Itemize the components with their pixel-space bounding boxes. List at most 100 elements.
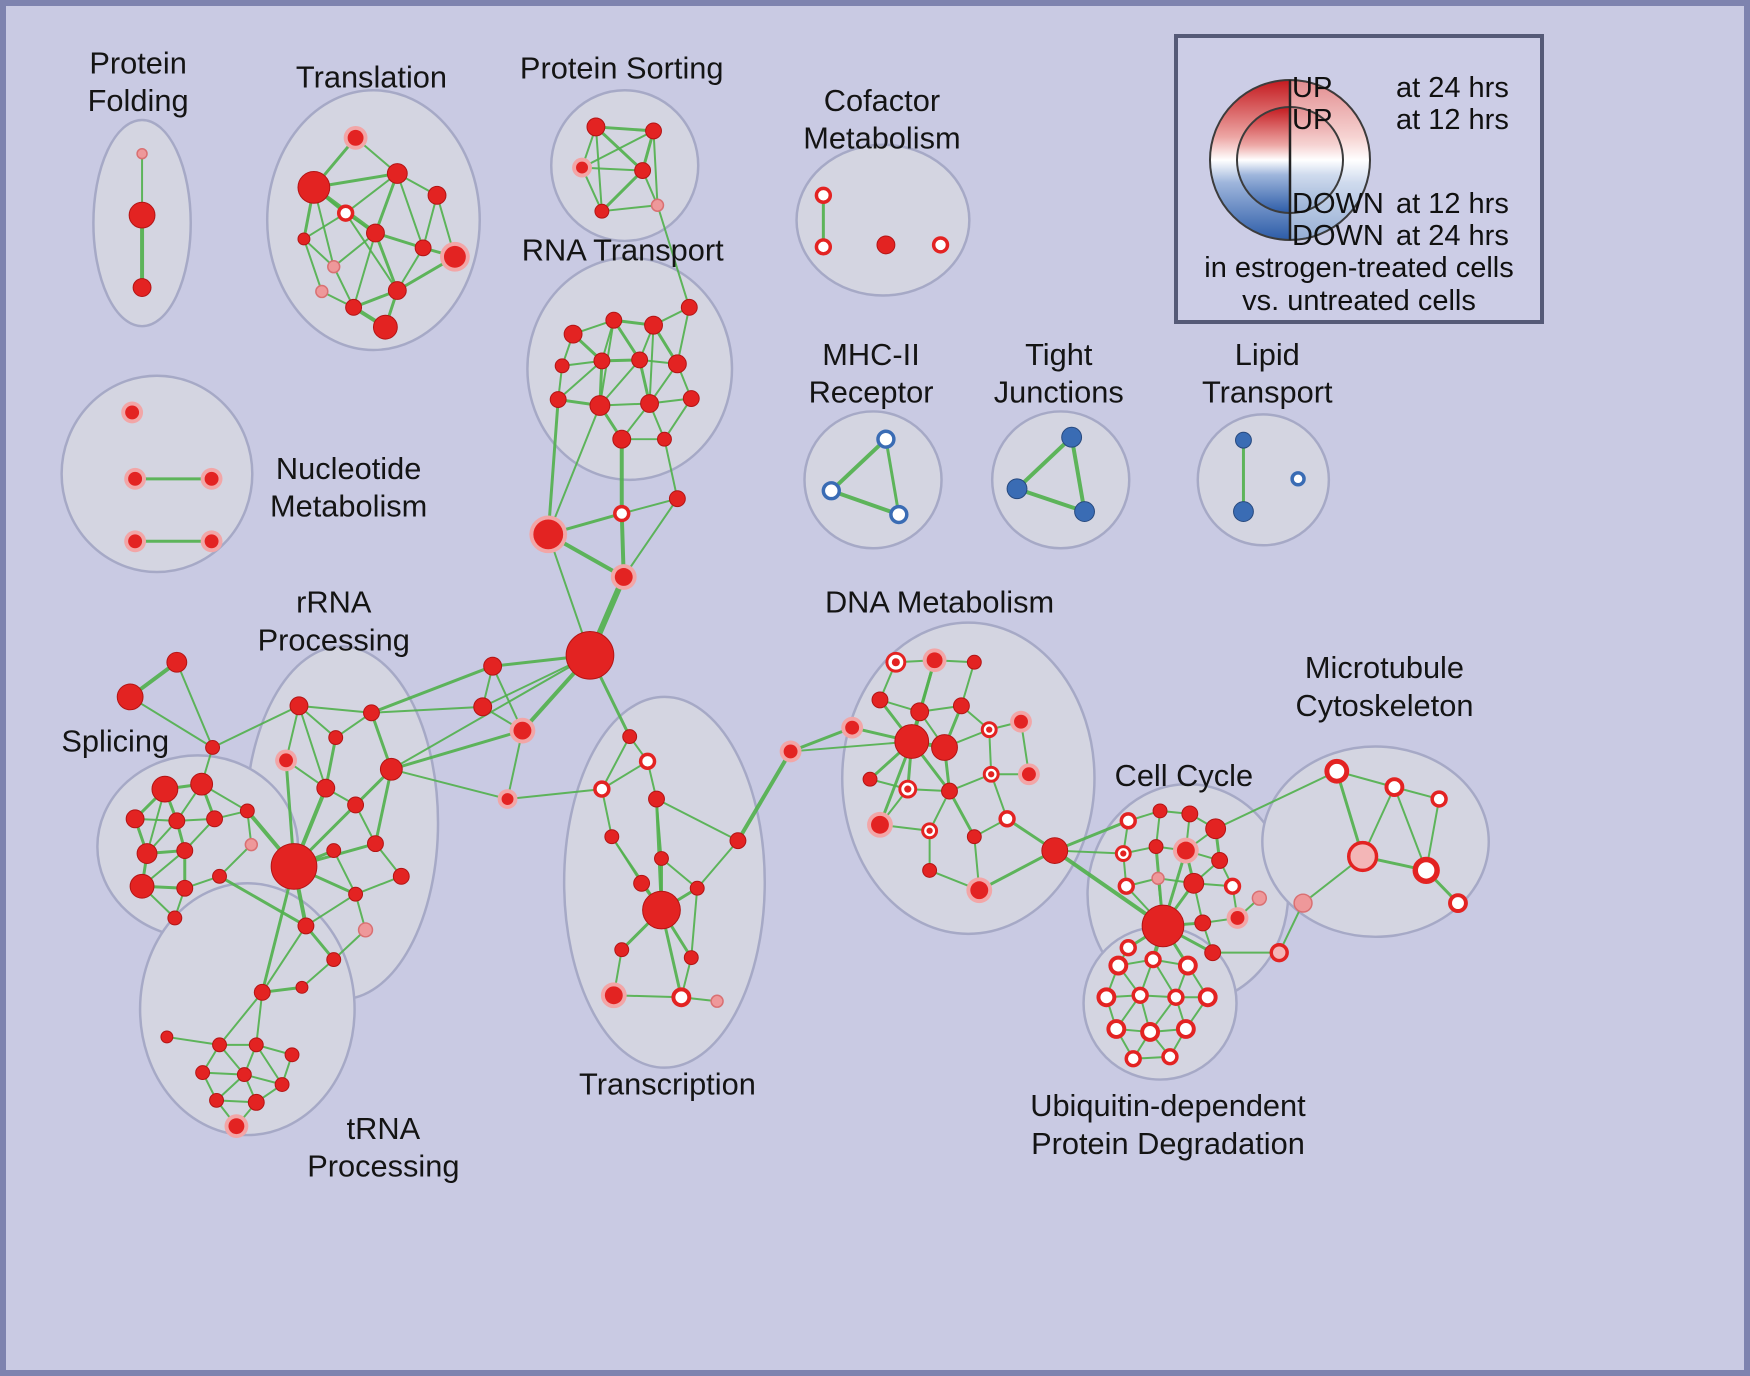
network-node[interactable] <box>129 873 155 899</box>
network-node[interactable] <box>1211 852 1229 869</box>
network-node[interactable] <box>638 752 657 771</box>
network-node[interactable] <box>862 771 878 787</box>
network-node[interactable] <box>297 917 315 935</box>
network-node[interactable] <box>297 171 331 204</box>
network-node[interactable] <box>345 298 363 316</box>
network-node[interactable] <box>729 832 747 850</box>
network-node[interactable] <box>682 390 700 407</box>
network-node[interactable] <box>1448 893 1468 914</box>
network-node[interactable] <box>1161 1048 1179 1066</box>
network-node[interactable] <box>821 481 841 501</box>
network-node[interactable] <box>1074 501 1095 522</box>
network-node[interactable] <box>244 837 259 852</box>
network-node[interactable] <box>1148 839 1164 855</box>
network-node[interactable] <box>910 702 930 722</box>
network-node[interactable] <box>1014 714 1028 729</box>
network-node[interactable] <box>614 568 633 586</box>
network-node[interactable] <box>190 772 214 796</box>
network-node[interactable] <box>814 238 833 256</box>
network-node[interactable] <box>1197 987 1218 1008</box>
network-node[interactable] <box>247 1093 265 1111</box>
network-node[interactable] <box>128 201 156 229</box>
network-node[interactable] <box>1223 877 1242 895</box>
network-node[interactable] <box>631 351 649 369</box>
network-node[interactable] <box>593 352 611 370</box>
network-node[interactable] <box>239 803 255 819</box>
network-node[interactable] <box>563 324 583 344</box>
network-node[interactable] <box>594 203 610 219</box>
network-node[interactable] <box>270 843 318 890</box>
network-node[interactable] <box>533 519 564 550</box>
network-node[interactable] <box>128 471 143 486</box>
network-node[interactable] <box>1096 987 1117 1008</box>
network-node[interactable] <box>876 429 896 449</box>
network-node[interactable] <box>1167 988 1185 1006</box>
network-node[interactable] <box>1324 758 1350 784</box>
network-node[interactable] <box>1251 890 1268 906</box>
network-node[interactable] <box>513 721 532 740</box>
network-node[interactable] <box>326 952 342 968</box>
network-node[interactable] <box>326 843 342 859</box>
network-node[interactable] <box>614 942 630 958</box>
network-node[interactable] <box>1021 767 1036 782</box>
network-node[interactable] <box>926 652 943 669</box>
network-node[interactable] <box>132 278 152 297</box>
network-node[interactable] <box>1131 986 1149 1004</box>
network-node[interactable] <box>612 429 632 449</box>
network-node[interactable] <box>657 431 672 447</box>
network-node[interactable] <box>209 1092 224 1108</box>
network-node[interactable] <box>367 835 384 853</box>
network-node[interactable] <box>604 986 623 1005</box>
network-node[interactable] <box>166 651 188 673</box>
network-node[interactable] <box>680 298 698 316</box>
network-node[interactable] <box>1144 950 1162 969</box>
network-node[interactable] <box>970 881 989 900</box>
network-node[interactable] <box>671 987 692 1008</box>
network-node[interactable] <box>1006 478 1028 500</box>
network-node[interactable] <box>642 890 681 930</box>
network-node[interactable] <box>966 829 982 845</box>
network-node[interactable] <box>327 260 341 274</box>
network-node[interactable] <box>1346 840 1379 873</box>
network-node[interactable] <box>1176 841 1195 860</box>
network-node[interactable] <box>604 829 620 845</box>
network-node[interactable] <box>871 815 889 834</box>
network-node[interactable] <box>1205 818 1227 840</box>
network-node[interactable] <box>1124 1050 1142 1068</box>
network-node[interactable] <box>160 1030 174 1044</box>
network-node[interactable] <box>640 394 659 413</box>
network-node[interactable] <box>347 796 365 814</box>
network-node[interactable] <box>387 281 407 300</box>
network-node[interactable] <box>952 697 970 715</box>
network-node[interactable] <box>204 534 219 549</box>
network-node[interactable] <box>644 315 663 335</box>
network-node[interactable] <box>316 778 336 798</box>
network-node[interactable] <box>650 198 665 212</box>
network-node[interactable] <box>315 284 329 299</box>
network-node[interactable] <box>845 720 860 735</box>
network-node[interactable] <box>125 809 145 829</box>
network-node[interactable] <box>605 311 623 329</box>
network-node[interactable] <box>501 793 514 805</box>
network-node[interactable] <box>336 204 355 222</box>
network-node[interactable] <box>1151 871 1165 886</box>
network-node[interactable] <box>206 810 224 828</box>
network-node[interactable] <box>613 504 631 523</box>
network-node[interactable] <box>347 129 364 146</box>
network-node[interactable] <box>151 775 179 803</box>
network-node[interactable] <box>284 1047 300 1063</box>
network-node[interactable] <box>894 724 930 759</box>
network-node[interactable] <box>212 868 227 884</box>
network-node[interactable] <box>167 910 183 926</box>
network-node[interactable] <box>392 867 410 885</box>
network-node[interactable] <box>871 691 889 709</box>
network-node[interactable] <box>683 950 699 966</box>
network-node[interactable] <box>645 122 662 140</box>
network-node[interactable] <box>634 162 652 179</box>
network-node[interactable] <box>889 504 909 525</box>
network-node[interactable] <box>1269 943 1289 963</box>
network-node[interactable] <box>1412 856 1440 885</box>
network-node[interactable] <box>1235 431 1252 449</box>
network-node[interactable] <box>195 1065 211 1081</box>
network-node[interactable] <box>876 235 896 255</box>
